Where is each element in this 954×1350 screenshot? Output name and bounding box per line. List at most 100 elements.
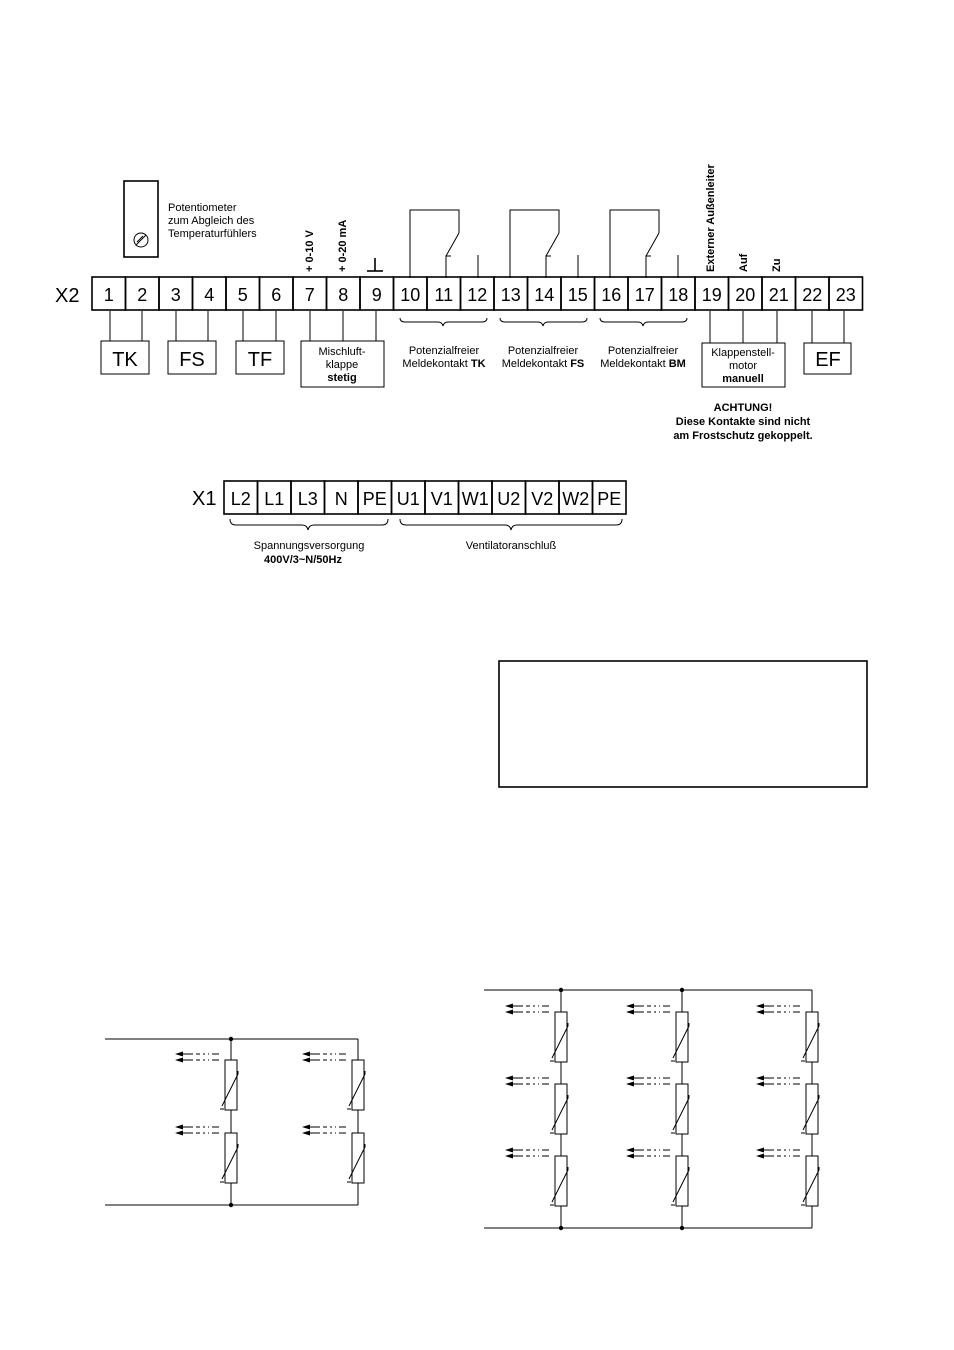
light-arrows-icon xyxy=(756,1003,800,1015)
x2-terminal-label: 18 xyxy=(668,285,688,305)
thermistor-icon xyxy=(220,1059,239,1111)
light-arrows-icon xyxy=(626,1003,670,1015)
svg-text:am Frostschutz gekoppelt.: am Frostschutz gekoppelt. xyxy=(673,430,812,442)
svg-text:motor: motor xyxy=(729,360,757,372)
light-arrows-icon xyxy=(505,1075,549,1087)
x2-terminal-label: 12 xyxy=(467,285,487,305)
svg-text:Meldekontakt BM: Meldekontakt BM xyxy=(600,358,686,370)
x2-terminal-label: 3 xyxy=(171,285,181,305)
x2-terminal-label: 22 xyxy=(802,285,822,305)
x1-terminal-label: PE xyxy=(363,489,387,509)
thermistor-icon xyxy=(801,1011,820,1063)
svg-text:stetig: stetig xyxy=(327,372,356,384)
x1-terminal-label: V2 xyxy=(531,489,553,509)
thermistor-icon xyxy=(550,1011,569,1063)
x2-terminal-label: 16 xyxy=(601,285,621,305)
svg-text:Potenzialfreier: Potenzialfreier xyxy=(508,345,579,357)
svg-text:Potenzialfreier: Potenzialfreier xyxy=(409,345,480,357)
svg-text:manuell: manuell xyxy=(722,373,764,385)
x2-terminal-label: 15 xyxy=(568,285,588,305)
svg-text:klappe: klappe xyxy=(326,359,358,371)
x2-terminal-label: 6 xyxy=(271,285,281,305)
label-0-10v: + 0-10 V xyxy=(304,229,316,272)
mischluftklappe-box: Mischluft- klappe stetig xyxy=(300,340,385,388)
svg-text:TF: TF xyxy=(248,349,272,371)
x1-terminal-pe xyxy=(591,480,627,515)
ground-icon xyxy=(367,258,383,272)
sensor-fs: FS xyxy=(167,340,217,375)
x1-braces: Spannungsversorgung 400V/3~N/50Hz Ventil… xyxy=(229,518,623,566)
supply-voltage: 400V/3~N/50Hz xyxy=(264,554,342,566)
x1-terminal-label: U1 xyxy=(397,489,420,509)
light-arrows-icon xyxy=(626,1075,670,1087)
light-arrows-icon xyxy=(505,1147,549,1159)
thermistor-network-2x2 xyxy=(105,1036,366,1208)
potentiometer-label-2: zum Abgleich des xyxy=(168,215,255,227)
thermistor-icon xyxy=(347,1059,366,1111)
supply-label: Spannungsversorgung xyxy=(254,540,365,552)
potentiometer-label-3: Temperaturfühlers xyxy=(168,228,257,240)
potentiometer-body xyxy=(123,180,159,258)
thermistor-icon xyxy=(550,1083,569,1135)
light-arrows-icon xyxy=(302,1124,346,1136)
x2-terminal-label: 21 xyxy=(769,285,789,305)
x1-terminal-label: N xyxy=(335,489,348,509)
x2-terminal-label: 1 xyxy=(104,285,114,305)
thermistor-icon xyxy=(671,1011,690,1063)
svg-text:Potenzialfreier: Potenzialfreier xyxy=(608,345,679,357)
thermistor-network-3x3 xyxy=(484,987,820,1231)
empty-frame xyxy=(498,660,868,788)
contact-caption-bm: Potenzialfreier Meldekontakt BM xyxy=(600,345,686,370)
x2-terminal-label: 19 xyxy=(702,285,722,305)
svg-text:Diese Kontakte sind nicht: Diese Kontakte sind nicht xyxy=(676,416,811,428)
thermistor-icon xyxy=(801,1083,820,1135)
sensor-tf: TF xyxy=(235,340,285,375)
x2-terminal-label: 5 xyxy=(238,285,248,305)
x1-terminal-label: L1 xyxy=(264,489,284,509)
x1-terminal-label: L3 xyxy=(298,489,318,509)
x1-terminal-label: L2 xyxy=(231,489,251,509)
label-0-20ma: + 0-20 mA xyxy=(337,220,349,272)
label-zu: Zu xyxy=(771,259,783,272)
light-arrows-icon xyxy=(302,1051,346,1063)
light-arrows-icon xyxy=(626,1147,670,1159)
light-arrows-icon xyxy=(175,1124,219,1136)
svg-text:Meldekontakt TK: Meldekontakt TK xyxy=(402,358,485,370)
x2-top-labels: + 0-10 V + 0-20 mA Externer Außenleiter … xyxy=(304,163,783,272)
potentiometer-screw-icon xyxy=(133,232,149,248)
thermistor-icon xyxy=(347,1132,366,1184)
x2-lower-wiring xyxy=(109,311,845,343)
x1-terminal-label: V1 xyxy=(431,489,453,509)
svg-text:TK: TK xyxy=(112,349,138,371)
potentiometer-label-1: Potentiometer xyxy=(168,202,237,214)
x2-terminal-23 xyxy=(828,276,864,311)
label-externer-aussenleiter: Externer Außenleiter xyxy=(705,163,717,272)
contact-caption-tk: Potenzialfreier Meldekontakt TK xyxy=(402,345,485,370)
thermistor-icon xyxy=(671,1155,690,1207)
x1-terminal-label: W1 xyxy=(462,489,489,509)
x2-terminal-label: 11 xyxy=(434,285,453,305)
warning-note: ACHTUNG! Diese Kontakte sind nicht am Fr… xyxy=(673,402,812,442)
svg-text:Meldekontakt FS: Meldekontakt FS xyxy=(502,358,585,370)
light-arrows-icon xyxy=(175,1051,219,1063)
svg-text:Klappenstell-: Klappenstell- xyxy=(711,347,775,359)
x2-terminal-label: 23 xyxy=(836,285,856,305)
sensor-tk: TK xyxy=(100,340,150,375)
x2-label: X2 xyxy=(55,285,79,307)
x2-terminal-label: 4 xyxy=(204,285,214,305)
sensor-ef: EF xyxy=(803,342,852,375)
x1-terminal-label: U2 xyxy=(497,489,520,509)
light-arrows-icon xyxy=(756,1147,800,1159)
x2-terminal-label: 7 xyxy=(305,285,315,305)
x2-terminal-label: 13 xyxy=(501,285,521,305)
x2-terminal-label: 17 xyxy=(635,285,655,305)
light-arrows-icon xyxy=(756,1075,800,1087)
svg-text:EF: EF xyxy=(815,349,841,371)
x2-terminal-label: 10 xyxy=(400,285,420,305)
x1-terminal-label: PE xyxy=(597,489,621,509)
light-arrows-icon xyxy=(505,1003,549,1015)
x2-terminal-label: 9 xyxy=(372,285,382,305)
